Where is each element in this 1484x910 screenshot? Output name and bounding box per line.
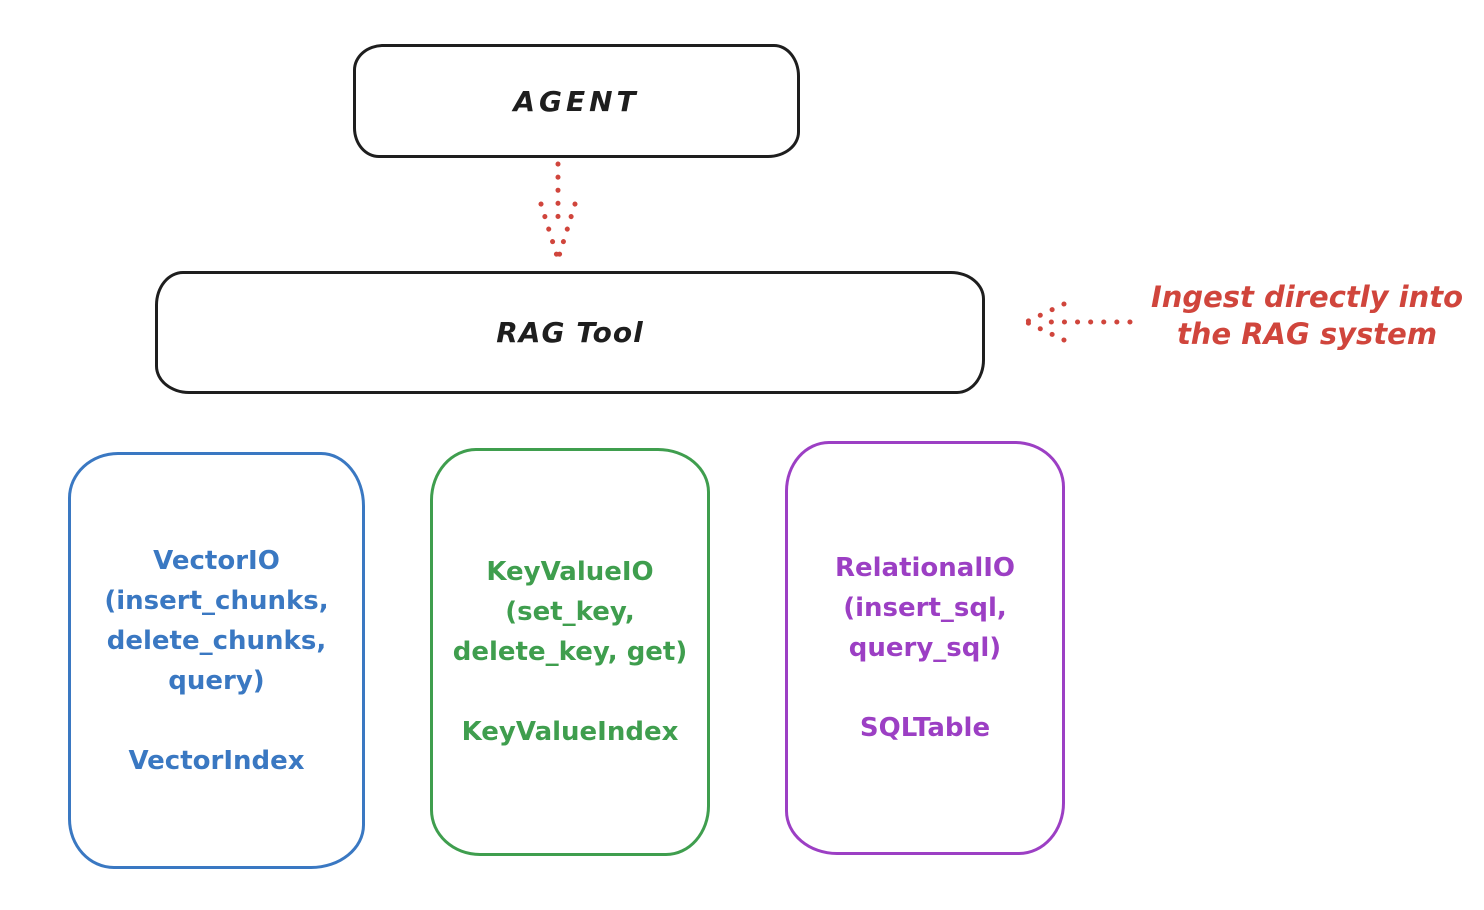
annotation-arrow-icon: [1023, 301, 1133, 343]
relational-io-api-line: (insert_sql,: [843, 593, 1007, 623]
agent-label: AGENT: [513, 84, 640, 118]
agent-node: AGENT: [353, 44, 800, 158]
keyvalue-io-node: KeyValueIO (set_key, delete_key, get) Ke…: [430, 448, 710, 856]
vector-index-label: VectorIndex: [128, 745, 305, 776]
ingest-annotation: Ingest directly into the RAG system: [1135, 279, 1479, 353]
relational-io-api-line: query_sql): [848, 633, 1002, 663]
relational-io-api-line: RelationalIO: [834, 553, 1016, 583]
agent-to-rag-arrow-icon: [538, 161, 578, 259]
keyvalue-io-api-line: (set_key,: [505, 597, 635, 627]
rag-tool-label: RAG Tool: [496, 316, 644, 349]
vector-io-api-line: query): [168, 665, 265, 696]
vector-io-api-line: VectorIO: [153, 545, 280, 576]
keyvalue-io-api-line: KeyValueIO: [486, 557, 654, 587]
relational-io-node: RelationalIO (insert_sql, query_sql) SQL…: [785, 441, 1065, 855]
ingest-annotation-line2: the RAG system: [1176, 317, 1438, 351]
vector-io-api-line: delete_chunks,: [106, 625, 327, 656]
ingest-annotation-line1: Ingest directly into: [1150, 280, 1464, 314]
sql-table-label: SQLTable: [859, 713, 991, 743]
keyvalue-io-api-line: delete_key, get): [452, 637, 688, 667]
keyvalue-index-label: KeyValueIndex: [461, 717, 679, 747]
rag-tool-node: RAG Tool: [155, 271, 985, 394]
vector-io-api-line: (insert_chunks,: [104, 585, 329, 616]
vector-io-node: VectorIO (insert_chunks, delete_chunks, …: [68, 452, 365, 869]
